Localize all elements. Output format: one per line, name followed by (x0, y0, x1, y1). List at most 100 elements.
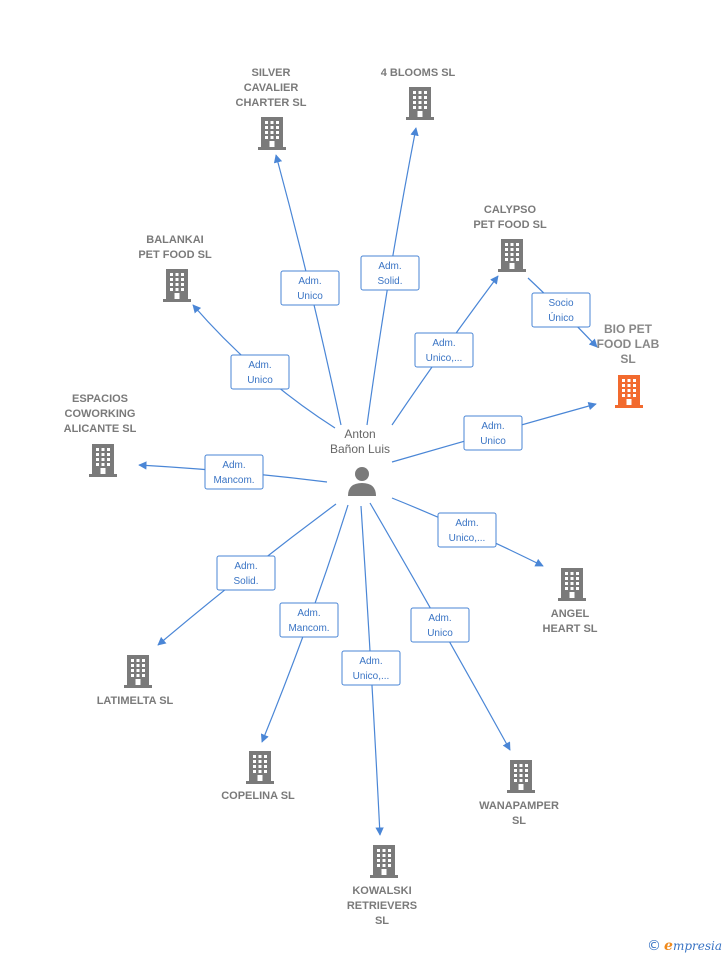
company-name: HEART SL (543, 623, 598, 635)
company-name: ALICANTE SL (64, 423, 137, 435)
relation-box-balankai[interactable]: Adm. Unico (230, 354, 290, 390)
brand-logo: ©empresia (647, 938, 722, 954)
relation-box-kowalski[interactable]: Adm. Unico,... (341, 650, 401, 686)
relation-box-copelina[interactable]: Adm. Mancom. (279, 602, 339, 638)
relation-box-bio[interactable]: Adm. Unico (463, 415, 523, 451)
relation-box-frame (437, 512, 497, 548)
person-name: Bañon Luis (330, 442, 390, 456)
company-node-balankai[interactable]: BALANKAI PET FOOD SL (138, 234, 212, 302)
company-name: SL (620, 352, 635, 366)
relation-box-calypso[interactable]: Adm. Unico,... (414, 332, 474, 368)
relation-box-frame (204, 454, 264, 490)
building-icon (498, 239, 526, 272)
company-node-copelina[interactable]: COPELINA SL (221, 751, 295, 802)
relation-label: Adm. (234, 561, 257, 572)
relation-label: Unico (480, 436, 506, 447)
relation-label: Adm. (248, 360, 271, 371)
relation-box-frame (341, 650, 401, 686)
building-icon (558, 568, 586, 601)
relation-label: Adm. (428, 613, 451, 624)
relation-label: Socio (548, 298, 573, 309)
brand-initial: e (664, 938, 673, 954)
relation-label: Unico,... (353, 671, 390, 682)
copyright-mark: © (647, 938, 662, 954)
company-name: CAVALIER (244, 82, 299, 94)
company-node-wanapamper[interactable]: WANAPAMPER SL (479, 760, 559, 827)
relation-box-angel[interactable]: Adm. Unico,... (437, 512, 497, 548)
relation-label: Unico (297, 291, 323, 302)
relation-label: Adm. (222, 460, 245, 471)
company-node-blooms[interactable]: 4 BLOOMS SL (381, 67, 456, 120)
company-name: FOOD LAB (597, 337, 660, 351)
person-name: Anton (344, 427, 375, 441)
company-name: COPELINA SL (221, 790, 295, 802)
company-name: WANAPAMPER (479, 800, 559, 812)
relation-label: Unico,... (426, 353, 463, 364)
company-name: COWORKING (65, 408, 136, 420)
company-node-angel[interactable]: ANGEL HEART SL (543, 568, 598, 635)
relation-box-frame (410, 607, 470, 643)
building-icon (124, 655, 152, 688)
company-node-calypso[interactable]: CALYPSO PET FOOD SL (473, 204, 547, 272)
relation-box-blooms[interactable]: Adm.Solid. (360, 255, 420, 291)
building-icon (163, 269, 191, 302)
company-name: CALYPSO (484, 204, 537, 216)
relation-box-espacios[interactable]: Adm. Mancom. (204, 454, 264, 490)
company-name: 4 BLOOMS SL (381, 67, 456, 79)
relation-box-frame (230, 354, 290, 390)
relations-layer: Adm.UnicoAdm.Solid.Adm.Unico,...Adm.Unic… (204, 255, 591, 686)
relation-label: Mancom. (213, 475, 254, 486)
company-name: SL (512, 815, 526, 827)
relation-box-silver[interactable]: Adm. Unico (280, 270, 340, 306)
company-name: BALANKAI (146, 234, 203, 246)
relation-box-wanapamper[interactable]: Adm. Unico (410, 607, 470, 643)
building-icon (507, 760, 535, 793)
relation-label: Adm. (432, 338, 455, 349)
company-name: RETRIEVERS (347, 900, 417, 912)
company-node-latimelta[interactable]: LATIMELTA SL (97, 655, 174, 707)
company-name: BIO PET (604, 322, 653, 336)
relation-box-latimelta[interactable]: Adm. Solid. (216, 555, 276, 591)
company-name: PET FOOD SL (473, 219, 547, 231)
relation-box-frame (531, 292, 591, 328)
company-name: KOWALSKI (352, 885, 411, 897)
company-name: LATIMELTA SL (97, 695, 174, 707)
company-node-kowalski[interactable]: KOWALSKI RETRIEVERS SL (347, 845, 417, 927)
company-name: ANGEL (551, 608, 590, 620)
relation-box-frame (279, 602, 339, 638)
relation-label: Único (548, 311, 574, 324)
relation-label: Adm. (481, 421, 504, 432)
building-icon (89, 444, 117, 477)
relation-box-frame (463, 415, 523, 451)
company-name: CHARTER SL (236, 97, 307, 109)
company-node-espacios[interactable]: ESPACIOS COWORKING ALICANTE SL (64, 393, 137, 477)
relation-label: Unico (427, 628, 453, 639)
relation-label: Unico (247, 375, 273, 386)
relation-label: Adm. (297, 608, 320, 619)
relation-label: Unico,... (449, 533, 486, 544)
building-icon (246, 751, 274, 784)
building-icon (406, 87, 434, 120)
brand-name: mpresia (672, 939, 722, 953)
company-name: SL (375, 915, 389, 927)
relation-label: Solid. (233, 576, 258, 587)
building-icon (370, 845, 398, 878)
relation-label: Adm. (359, 656, 382, 667)
relation-label: Adm. (455, 518, 478, 529)
relation-box-frame (360, 255, 420, 291)
relation-box-frame (414, 332, 474, 368)
relation-label: Adm. (298, 276, 321, 287)
company-name: ESPACIOS (72, 393, 128, 405)
person-icon (348, 467, 376, 496)
building-icon (258, 117, 286, 150)
company-name: PET FOOD SL (138, 249, 212, 261)
relation-label: Mancom. (288, 623, 329, 634)
relation-box-frame (216, 555, 276, 591)
relation-box-frame (280, 270, 340, 306)
building-icon (615, 375, 643, 408)
